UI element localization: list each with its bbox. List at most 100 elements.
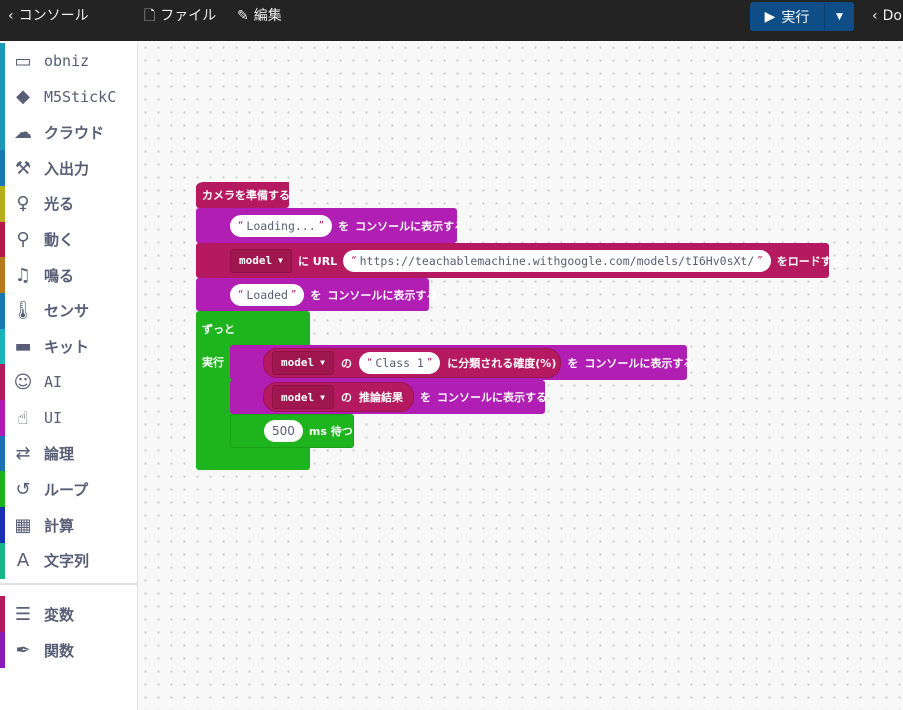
thermometer-icon: 🌡	[11, 300, 35, 322]
class-name-input[interactable]: Class 1	[358, 351, 441, 374]
category-label: 変数	[44, 605, 75, 624]
edit-icon: ✎	[237, 8, 249, 24]
camera-setup-block[interactable]: カメラを準備する	[196, 179, 290, 208]
category-color-strip	[0, 542, 5, 579]
category-exchange[interactable]: ⇄ 論理	[0, 435, 137, 472]
category-label: 光る	[44, 195, 75, 214]
m5stick-icon: ◆	[16, 86, 30, 108]
category-label: 動く	[44, 231, 75, 249]
caret-down-icon: ▼	[320, 392, 325, 402]
category-color-strip	[0, 292, 5, 329]
category-label: 計算	[44, 516, 75, 535]
lightbulb-icon: ♀	[16, 193, 30, 215]
letter-a-icon: A	[16, 550, 30, 572]
category-lightbulb[interactable]: ♀ 光る	[0, 185, 137, 222]
category-thermometer[interactable]: 🌡 センサ	[0, 292, 137, 329]
category-label: 文字列	[44, 552, 90, 571]
category-color-strip	[0, 78, 5, 115]
music-note-icon: ♫	[14, 264, 32, 286]
category-color-strip	[0, 114, 5, 151]
category-toolbox[interactable]: ▬ キット	[0, 328, 137, 365]
console-log-block[interactable]: model▼の推論結果をコンソールに表示する	[230, 380, 547, 414]
category-label: ループ	[44, 480, 89, 499]
category-color-strip	[0, 471, 5, 508]
console-log-block[interactable]: Loadedをコンソールに表示する	[196, 278, 437, 311]
cloud-icon: ☁	[14, 121, 32, 143]
category-calculator[interactable]: ▦ 計算	[0, 507, 137, 544]
category-bars[interactable]: ☰ 変数	[0, 596, 137, 632]
category-motorcycle[interactable]: ⚲ 動く	[0, 221, 137, 258]
back-to-console-button[interactable]: ‹コンソール	[8, 0, 89, 32]
file-icon: 🗋	[144, 8, 156, 24]
bars-icon: ☰	[14, 603, 32, 625]
category-music-note[interactable]: ♫ 鳴る	[0, 257, 137, 294]
pen-icon: ✒	[15, 639, 31, 661]
category-hand-pointer[interactable]: ☝ UI	[0, 400, 137, 436]
category-color-strip	[0, 257, 5, 294]
file-menu[interactable]: 🗋ファイル	[144, 0, 216, 32]
category-label: 関数	[44, 641, 75, 660]
calculator-icon: ▦	[14, 514, 32, 536]
string-input[interactable]: Loaded	[230, 283, 305, 306]
category-color-strip	[0, 435, 5, 472]
toolbox-icon: ▬	[14, 336, 32, 358]
hammer-icon: ⚒	[14, 157, 32, 179]
category-color-strip	[0, 328, 5, 365]
caret-down-icon: ▼	[320, 358, 325, 367]
caret-down-icon: ▼	[836, 11, 843, 22]
category-color-strip	[0, 507, 5, 544]
string-input[interactable]: Loading...	[230, 214, 333, 237]
caret-down-icon: ▼	[278, 256, 283, 265]
motorcycle-icon: ⚲	[16, 229, 30, 250]
category-color-strip	[0, 43, 5, 79]
divider	[0, 583, 137, 585]
run-button-group: ▶実行 ▼	[750, 2, 854, 31]
category-label: AI	[44, 373, 63, 392]
category-color-strip	[0, 150, 5, 187]
category-label: 入出力	[44, 159, 90, 178]
hand-pointer-icon: ☝	[17, 407, 29, 429]
edit-menu[interactable]: ✎編集	[237, 0, 282, 32]
docs-button[interactable]: ‹Do	[872, 0, 902, 32]
inference-result-reporter[interactable]: model▼の推論結果	[263, 382, 414, 412]
loop-icon: ↺	[15, 478, 31, 500]
category-hammer[interactable]: ⚒ 入出力	[0, 150, 137, 187]
class-probability-reporter[interactable]: model▼のClass 1に分類される確度(%)	[263, 347, 562, 378]
toolbar: ‹コンソール 🗋ファイル ✎編集 ▶実行 ▼ ‹Do	[0, 0, 903, 41]
category-label: 論理	[44, 445, 75, 464]
category-color-strip	[0, 632, 5, 668]
play-icon: ▶	[764, 8, 776, 25]
category-robot[interactable]: ☺AI	[0, 364, 137, 401]
variable-dropdown[interactable]: model▼	[272, 350, 334, 375]
category-color-strip	[0, 596, 5, 632]
run-dropdown-button[interactable]: ▼	[824, 2, 854, 31]
variable-dropdown[interactable]: model▼	[230, 248, 292, 273]
chevron-left-icon: ‹	[8, 8, 14, 24]
category-label: キット	[44, 338, 90, 357]
chevron-left-icon: ‹	[872, 8, 878, 24]
category-color-strip	[0, 185, 5, 222]
load-model-block[interactable]: model▼に URLhttps://teachablemachine.with…	[196, 243, 843, 278]
category-label: UI	[44, 409, 63, 427]
category-color-strip	[0, 364, 5, 401]
category-label: センサ	[44, 302, 90, 321]
category-pen[interactable]: ✒ 関数	[0, 632, 137, 668]
url-input[interactable]: https://teachablemachine.withgoogle.com/…	[343, 249, 771, 272]
exchange-icon: ⇄	[15, 443, 31, 465]
category-label: 鳴る	[44, 266, 75, 285]
category-cloud[interactable]: ☁ クラウド	[0, 114, 137, 151]
category-loop[interactable]: ↺ ループ	[0, 471, 137, 508]
category-m5stick[interactable]: ◆M5StickC	[0, 78, 137, 115]
variable-dropdown[interactable]: model▼	[272, 385, 334, 409]
category-letter-a[interactable]: A 文字列	[0, 542, 137, 579]
category-label: クラウド	[44, 123, 105, 142]
run-button[interactable]: ▶実行	[764, 8, 810, 26]
toolbox-sidebar: ▭obniz◆M5StickC ☁ クラウド ⚒ 入出力 ♀ 光る ⚲ 動く ♫ 鳴る 🌡 センサ ▬ キッ…	[0, 41, 138, 710]
category-obniz-board[interactable]: ▭obniz	[0, 43, 137, 79]
category-label: obniz	[44, 52, 90, 70]
ms-input[interactable]: 500	[264, 420, 303, 442]
